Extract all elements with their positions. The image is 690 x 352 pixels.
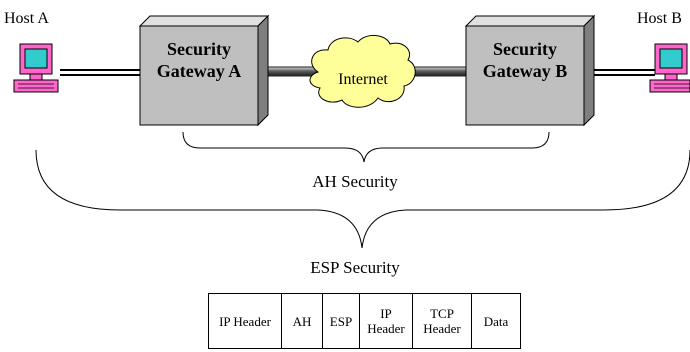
gateway-a-box [138,14,270,127]
ah-security-label: AH Security [312,172,398,191]
internet-label: Internet [338,71,388,88]
esp-security-label: ESP Security [310,258,400,277]
link-host-a-gateway-a [60,69,140,76]
esp-security-brace [35,149,690,249]
packet-field-ah: AH [281,293,323,349]
ah-security-brace [182,131,550,163]
packet-field-esp: ESP [322,293,360,349]
packet-row: IP Header AH ESP IP Header TCP Header Da… [208,293,521,349]
gateway-b-label: Security Gateway B [482,39,568,81]
gateway-a-label: Security Gateway A [156,39,242,81]
host-b-label: Host B [637,10,682,27]
host-b-computer-icon [649,43,690,93]
packet-field-ip-header-inner: IP Header [359,293,413,349]
packet-field-data: Data [471,293,521,349]
link-gateway-b-host-b [585,69,655,76]
gateway-b-box [464,14,596,127]
packet-field-ip-header-outer: IP Header [208,293,282,349]
host-a-label: Host A [4,10,49,27]
packet-structure-table: IP Header AH ESP IP Header TCP Header Da… [208,293,521,349]
packet-field-tcp-header: TCP Header [412,293,472,349]
internet-cloud [309,35,416,108]
host-a-computer-icon [13,43,59,93]
